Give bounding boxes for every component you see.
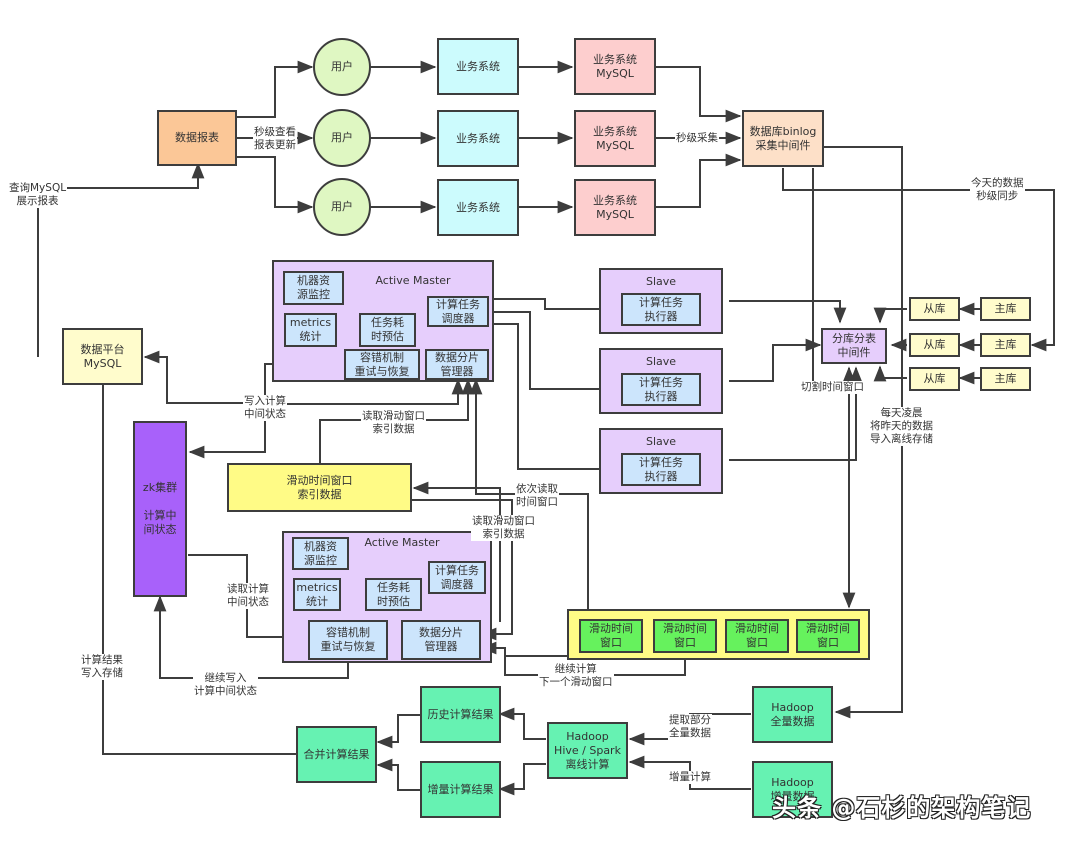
task-executor-node[interactable]: 计算任务 执行器 <box>621 453 701 486</box>
label-view-report: 秒级查看 报表更新 <box>253 126 297 152</box>
sliding-window-node[interactable]: 滑动时间 窗口 <box>796 619 860 653</box>
watermark: 头条 @石杉的架构笔记 <box>772 794 1032 822</box>
user-node[interactable]: 用户 <box>313 38 371 96</box>
edge-replica1-sharding <box>873 307 907 324</box>
label-cut-window: 切割时间窗口 <box>800 381 865 394</box>
sliding-window-node[interactable]: 滑动时间 窗口 <box>653 619 717 653</box>
sharding-middleware-node[interactable]: 分库分表 中间件 <box>821 328 887 364</box>
label-result-store: 计算结果 写入存储 <box>80 654 124 680</box>
edge-slave3-sharding <box>729 366 863 461</box>
label-query-mysql: 查询MySQL 展示报表 <box>8 182 68 208</box>
offline-compute-node[interactable]: Hadoop Hive / Spark 离线计算 <box>547 722 628 779</box>
resource-monitor-node[interactable]: 机器资 源监控 <box>292 537 349 570</box>
hadoop-full-node[interactable]: Hadoop 全量数据 <box>752 686 833 743</box>
data-report-node[interactable]: 数据报表 <box>157 110 237 166</box>
task-executor-node[interactable]: 计算任务 执行器 <box>621 373 701 406</box>
edge-offline-incr <box>498 763 546 796</box>
resource-monitor-node[interactable]: 机器资 源监控 <box>283 271 344 305</box>
fault-tolerance-node[interactable]: 容错机制 重试与恢复 <box>308 620 388 660</box>
edge-history-merge <box>376 714 420 749</box>
label-read-window-index-2: 读取滑动窗口 索引数据 <box>471 515 536 541</box>
task-scheduler-node[interactable]: 计算任务 调度器 <box>427 296 489 327</box>
label-continue-write: 继续写入 计算中间状态 <box>193 672 258 698</box>
hadoop-incr-node[interactable]: Hadoop 增量数据 <box>752 761 833 818</box>
business-system-node[interactable]: 业务系统 <box>437 179 519 236</box>
edge-merge-platform <box>96 368 296 755</box>
replica-db-node[interactable]: 从库 <box>909 367 960 391</box>
active-master-title: Active Master <box>364 536 440 549</box>
task-estimate-node[interactable]: 任务耗 时预估 <box>359 313 416 347</box>
task-executor-node[interactable]: 计算任务 执行器 <box>621 293 701 326</box>
edge-windowindex-bottomshard <box>412 499 513 641</box>
label-today-sync: 今天的数据 秒级同步 <box>970 177 1025 203</box>
metrics-node[interactable]: metrics 统计 <box>284 313 337 347</box>
label-continue-calc: 继续计算 下一个滑动窗口 <box>538 663 614 689</box>
label-read-in-order: 依次读取 时间窗口 <box>515 483 559 509</box>
label-extract-full: 提取部分 全量数据 <box>668 714 712 740</box>
edge-slave2-sharding <box>729 338 822 382</box>
edge-window-top-shard <box>265 378 465 405</box>
sliding-window-node[interactable]: 滑动时间 窗口 <box>725 619 789 653</box>
task-scheduler-node[interactable]: 计算任务 调度器 <box>428 561 486 594</box>
edge-mysql1-binlog <box>655 66 742 123</box>
label-write-state: 写入计算 中间状态 <box>243 395 287 421</box>
edge-window2-bottomshard <box>480 641 686 676</box>
metrics-node[interactable]: metrics 统计 <box>293 578 341 611</box>
window-index-node[interactable]: 滑动时间窗口 索引数据 <box>227 463 412 512</box>
edge-offline-history <box>498 707 546 740</box>
primary-db-node[interactable]: 主库 <box>980 297 1031 321</box>
business-mysql-node[interactable]: 业务系统 MySQL <box>574 179 656 236</box>
sliding-window-node[interactable]: 滑动时间 窗口 <box>579 619 643 653</box>
edge-incr-merge <box>376 758 420 791</box>
business-mysql-node[interactable]: 业务系统 MySQL <box>574 110 656 167</box>
edge-replica3-sharding <box>873 365 907 382</box>
user-node[interactable]: 用户 <box>313 178 371 236</box>
slave-title: Slave <box>645 355 677 368</box>
edge-platform-report <box>37 162 205 357</box>
edge-scheduler-slave3 <box>489 323 622 476</box>
business-system-node[interactable]: 业务系统 <box>437 38 519 95</box>
shard-manager-node[interactable]: 数据分片 管理器 <box>425 349 489 380</box>
replica-db-node[interactable]: 从库 <box>909 297 960 321</box>
business-system-node[interactable]: 业务系统 <box>437 110 519 167</box>
edge-binlog-today-sync <box>782 168 1055 352</box>
edge-scheduler-slave2 <box>489 311 622 396</box>
edge-report-user3 <box>237 156 314 214</box>
label-read-state: 读取计算 中间状态 <box>226 583 270 609</box>
task-estimate-node[interactable]: 任务耗 时预估 <box>365 578 422 611</box>
replica-db-node[interactable]: 从库 <box>909 333 960 357</box>
user-node[interactable]: 用户 <box>313 109 371 167</box>
primary-db-node[interactable]: 主库 <box>980 333 1031 357</box>
label-incr-calc: 增量计算 <box>668 771 712 784</box>
incr-result-node[interactable]: 增量计算结果 <box>420 761 501 818</box>
binlog-middleware-node[interactable]: 数据库binlog 采集中间件 <box>742 110 824 167</box>
edge-bottomshard-windowindex <box>412 481 501 622</box>
label-collect: 秒级采集 <box>675 132 719 145</box>
slave-title: Slave <box>645 275 677 288</box>
fault-tolerance-node[interactable]: 容错机制 重试与恢复 <box>344 349 420 380</box>
slave-title: Slave <box>645 435 677 448</box>
edge-report-user1 <box>237 60 314 118</box>
active-master-title: Active Master <box>375 274 451 287</box>
edge-slave1-sharding <box>729 300 847 324</box>
platform-mysql-node[interactable]: 数据平台 MySQL <box>62 328 143 385</box>
merge-result-node[interactable]: 合并计算结果 <box>296 726 377 783</box>
primary-db-node[interactable]: 主库 <box>980 367 1031 391</box>
history-result-node[interactable]: 历史计算结果 <box>420 686 501 743</box>
zk-cluster-node[interactable]: zk集群 计算中 间状态 <box>133 421 187 597</box>
label-nightly: 每天凌晨 将昨天的数据 导入离线存储 <box>869 407 934 446</box>
business-mysql-node[interactable]: 业务系统 MySQL <box>574 38 656 95</box>
shard-manager-node[interactable]: 数据分片 管理器 <box>401 620 481 660</box>
label-read-window-index: 读取滑动窗口 索引数据 <box>361 410 426 436</box>
edge-scheduler-slave1 <box>489 298 622 316</box>
edge-mysql3-binlog <box>655 153 742 208</box>
